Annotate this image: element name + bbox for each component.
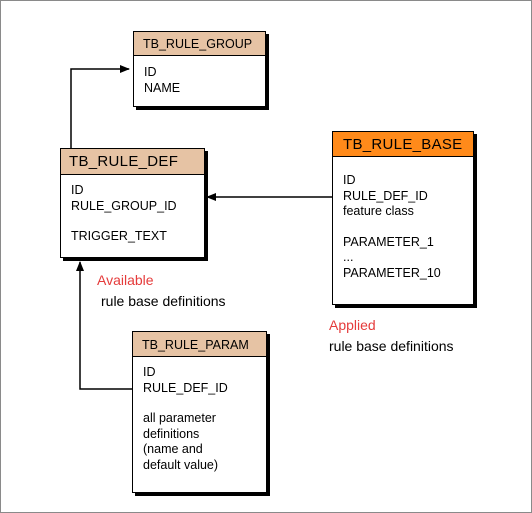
entity-field: ID (144, 65, 157, 79)
entity-header-tb-rule-param: TB_RULE_PARAM (133, 332, 266, 357)
entity-field: RULE_DEF_ID (343, 188, 428, 203)
annotation-applied: Applied rule base definitions (329, 317, 454, 355)
entity-field-spacer (143, 396, 256, 411)
entity-field: all parameter (143, 411, 216, 425)
entity-field: RULE_DEF_ID (143, 380, 228, 395)
annotation-applied-highlight: Applied (329, 317, 376, 333)
entity-field-spacer (343, 220, 463, 235)
entity-field: (name and (143, 442, 203, 456)
entity-field: PARAMETER_1 (343, 234, 434, 249)
connector-def-to-group (70, 65, 130, 148)
entity-field: ID (143, 365, 156, 379)
entity-field: definitions (143, 426, 200, 441)
entity-field: PARAMETER_10 (343, 265, 441, 280)
entity-header-tb-rule-def: TB_RULE_DEF (61, 149, 204, 175)
annotation-applied-text: rule base definitions (329, 338, 454, 354)
entity-field: TRIGGER_TEXT (71, 229, 167, 243)
entity-field: RULE_GROUP_ID (71, 198, 177, 213)
entity-field: default value) (143, 457, 219, 472)
annotation-available: Available rule base definitions (97, 272, 226, 310)
entity-field-spacer (71, 214, 194, 229)
entity-field: feature class (343, 204, 414, 218)
annotation-available-highlight: Available (97, 272, 154, 288)
annotation-available-text: rule base definitions (101, 293, 226, 309)
entity-header-tb-rule-base: TB_RULE_BASE (333, 132, 473, 157)
entity-field: NAME (144, 80, 181, 95)
entity-field: ID (71, 183, 84, 197)
entity-field: ... (343, 250, 354, 264)
entity-field: ID (343, 173, 356, 187)
entity-header-tb-rule-group: TB_RULE_GROUP (134, 32, 265, 56)
